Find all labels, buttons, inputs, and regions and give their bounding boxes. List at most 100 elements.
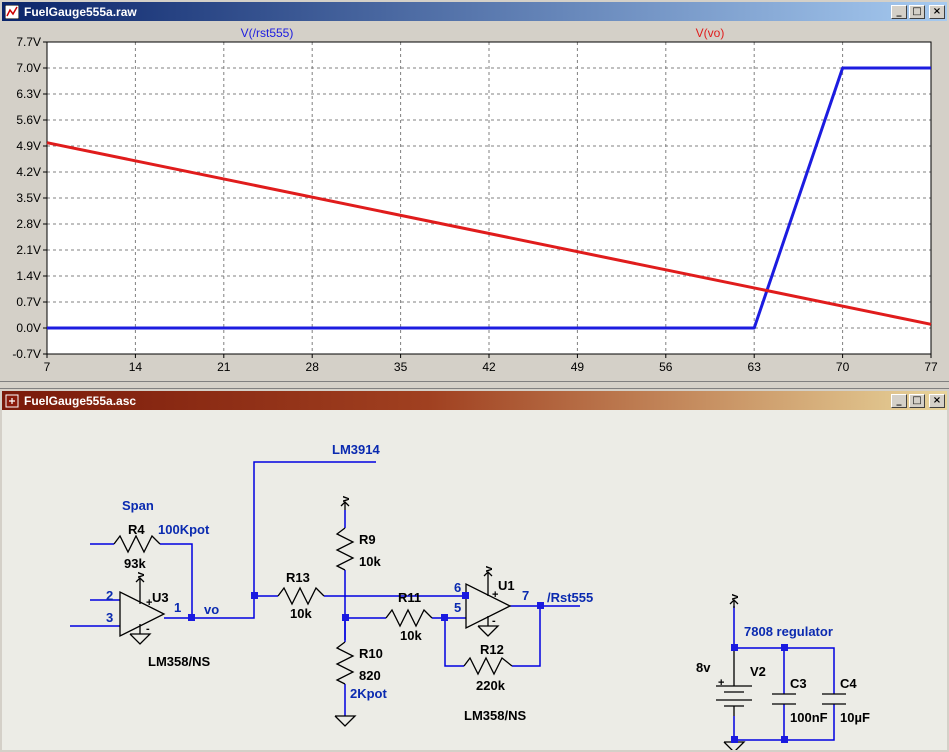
u1-minus-sign: - bbox=[492, 615, 496, 627]
waveform-chart[interactable]: 7 14 21 28 35 42 49 56 63 70 77 7.7V 7.0V 6.3V 5.6V 4.9… bbox=[2, 21, 947, 379]
schematic-pane[interactable]: LM3914 Span 100Kpot vo /Rst555 2Kpot 780… bbox=[2, 410, 947, 750]
x-tick-label: 42 bbox=[482, 360, 496, 374]
v2-value: 8v bbox=[696, 660, 711, 675]
resistor-r13 bbox=[277, 586, 325, 606]
u3-plus-sign: + bbox=[146, 597, 152, 609]
r13-ref: R13 bbox=[286, 570, 310, 585]
waveform-window-title: FuelGauge555a.raw bbox=[24, 4, 137, 19]
r4-value: 93k bbox=[124, 556, 146, 571]
c3-value: 100nF bbox=[790, 710, 828, 725]
u1-pin-7: 7 bbox=[522, 588, 529, 603]
u3-pin-2: 2 bbox=[106, 588, 113, 603]
y-tick-label: -0.7V bbox=[12, 347, 41, 361]
u1-pin-6: 6 bbox=[454, 580, 461, 595]
waveform-pane: 7 14 21 28 35 42 49 56 63 70 77 7.7V 7.0V 6.3V 5.6V 4.9… bbox=[2, 21, 947, 379]
r12-value: 220k bbox=[476, 678, 506, 693]
close-button[interactable]: × bbox=[929, 4, 945, 19]
wires bbox=[70, 461, 835, 741]
y-tick-label: 2.8V bbox=[16, 217, 41, 231]
y-tick-label: 4.2V bbox=[16, 165, 41, 179]
schematic-canvas[interactable]: LM3914 Span 100Kpot vo /Rst555 2Kpot 780… bbox=[2, 410, 947, 750]
x-tick-label: 35 bbox=[394, 360, 408, 374]
u3-pin-1: 1 bbox=[174, 600, 181, 615]
minimize-button[interactable]: _ bbox=[891, 393, 907, 408]
u1-part: LM358/NS bbox=[464, 708, 526, 723]
resistor-r9 bbox=[335, 527, 355, 571]
schematic-window: FuelGauge555a.asc _ □ × bbox=[0, 388, 949, 752]
r4-ref: R4 bbox=[128, 522, 145, 537]
u3-minus-sign: - bbox=[146, 623, 150, 635]
battery-v2 bbox=[716, 650, 752, 716]
net-label-regulator: 7808 regulator bbox=[744, 624, 833, 639]
x-tick-label: 14 bbox=[129, 360, 143, 374]
r10-note-2kpot: 2Kpot bbox=[350, 686, 388, 701]
c4-value: 10µF bbox=[840, 710, 870, 725]
v2-ref: V2 bbox=[750, 664, 766, 679]
y-tick-label: 7.0V bbox=[16, 61, 41, 75]
y-tick-label: 1.4V bbox=[16, 269, 41, 283]
schematic-titlebar[interactable]: FuelGauge555a.asc _ □ × bbox=[2, 391, 947, 410]
x-tick-label: 77 bbox=[924, 360, 938, 374]
u1-pin-5: 5 bbox=[454, 600, 461, 615]
waveform-window: FuelGauge555a.raw _ □ × 7 14 21 28 35 42 49 56 6… bbox=[0, 0, 949, 382]
supply-label-u3: v bbox=[135, 571, 147, 578]
v2-plus-sign: + bbox=[718, 677, 724, 689]
u3-ref: U3 bbox=[152, 590, 169, 605]
minimize-button[interactable]: _ bbox=[891, 4, 907, 19]
resistors bbox=[113, 527, 513, 685]
junctions bbox=[188, 592, 788, 743]
supply-label-u1: v bbox=[483, 565, 495, 572]
waveform-titlebar[interactable]: FuelGauge555a.raw _ □ × bbox=[2, 2, 947, 21]
r11-value: 10k bbox=[400, 628, 422, 643]
maximize-button[interactable]: □ bbox=[909, 393, 925, 408]
resistor-r4 bbox=[113, 534, 161, 554]
x-tick-label: 28 bbox=[306, 360, 320, 374]
x-tick-label: 49 bbox=[571, 360, 585, 374]
r9-ref: R9 bbox=[359, 532, 376, 547]
maximize-button[interactable]: □ bbox=[909, 4, 925, 19]
legend-entry-2[interactable]: V(vo) bbox=[696, 26, 725, 40]
r11-ref: R11 bbox=[398, 590, 421, 605]
y-tick-label: 6.3V bbox=[16, 87, 41, 101]
supply-label-r9: v bbox=[340, 495, 352, 502]
r13-value: 10k bbox=[290, 606, 312, 621]
c4-ref: C4 bbox=[840, 676, 857, 691]
series-line-2[interactable] bbox=[46, 141, 932, 326]
capacitors bbox=[772, 693, 846, 705]
r12-ref: R12 bbox=[480, 642, 504, 657]
r10-ref: R10 bbox=[359, 646, 383, 661]
waveform-app-icon bbox=[4, 4, 20, 20]
u1-plus-sign: + bbox=[492, 589, 498, 601]
x-tick-label: 56 bbox=[659, 360, 673, 374]
resistor-r11 bbox=[385, 608, 433, 628]
y-tick-label: 7.7V bbox=[16, 35, 41, 49]
y-tick-label: 0.0V bbox=[16, 321, 41, 335]
opamps bbox=[119, 582, 512, 638]
u1-ref: U1 bbox=[498, 578, 515, 593]
u3-part: LM358/NS bbox=[148, 654, 210, 669]
x-tick-label: 63 bbox=[748, 360, 762, 374]
schematic-app-icon bbox=[4, 393, 20, 409]
close-button[interactable]: × bbox=[929, 393, 945, 408]
net-label-vo: vo bbox=[204, 602, 219, 617]
legend-entry-1[interactable]: V(/rst555) bbox=[241, 26, 294, 40]
opamp-u3 bbox=[119, 590, 166, 638]
c3-ref: C3 bbox=[790, 676, 807, 691]
resistor-r12 bbox=[463, 656, 513, 676]
y-tick-label: 2.1V bbox=[16, 243, 41, 257]
y-tick-label: 4.9V bbox=[16, 139, 41, 153]
x-tick-label: 7 bbox=[44, 360, 51, 374]
x-tick-label: 70 bbox=[836, 360, 850, 374]
net-label-rst555: /Rst555 bbox=[547, 590, 593, 605]
r4-note-100kpot: 100Kpot bbox=[158, 522, 210, 537]
series-line-1[interactable] bbox=[47, 66, 931, 330]
supply-label-v2: v bbox=[729, 593, 741, 600]
resistor-r10 bbox=[335, 641, 355, 685]
y-tick-label: 5.6V bbox=[16, 113, 41, 127]
r10-value: 820 bbox=[359, 668, 381, 683]
x-tick-label: 21 bbox=[217, 360, 231, 374]
u3-pin-3: 3 bbox=[106, 610, 113, 625]
supply-symbols bbox=[135, 501, 739, 608]
y-tick-label: 3.5V bbox=[16, 191, 41, 205]
schematic-window-title: FuelGauge555a.asc bbox=[24, 393, 137, 408]
